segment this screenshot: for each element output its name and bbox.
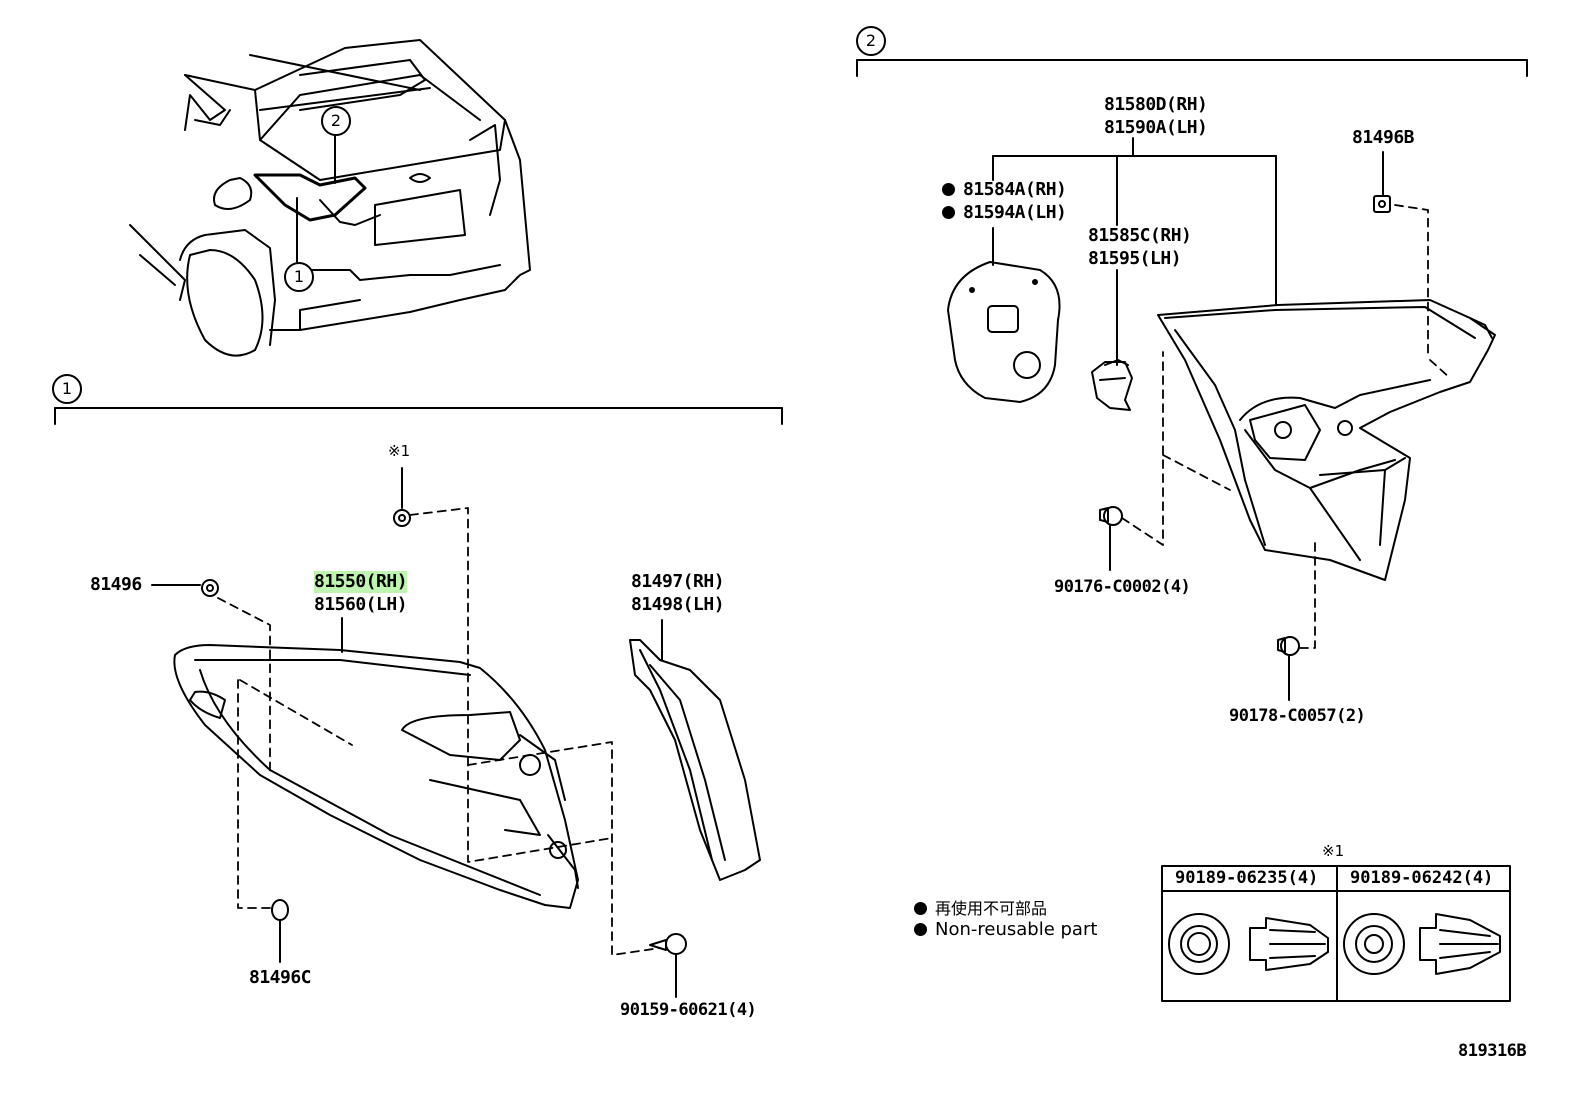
grommet-81496C	[271, 899, 289, 963]
ref-mark-1: ※1	[388, 442, 411, 460]
part-81585C-rh[interactable]: 81585C(RH)	[1088, 225, 1192, 246]
section2-bracket	[856, 59, 1528, 77]
section1-dashed-lines	[217, 507, 661, 956]
section1-callout: 1	[52, 374, 82, 404]
screw-90176	[1099, 506, 1123, 571]
car-rear-view	[129, 39, 531, 357]
table-col-90189-06242[interactable]: 90189-06242(4)	[1350, 868, 1494, 888]
non-reusable-dot	[942, 183, 955, 196]
part-81594A-label: 81594A(LH)	[963, 202, 1067, 223]
screw-90159	[649, 933, 687, 998]
section2-leader-tree	[992, 137, 1384, 366]
legend-en-text: Non-reusable part	[935, 919, 1098, 940]
part-81560-lh[interactable]: 81560(LH)	[314, 594, 408, 615]
section2-dashed-lines	[1121, 204, 1451, 649]
part-81496C[interactable]: 81496C	[249, 967, 312, 988]
legend-non-reusable-en: Non-reusable part	[914, 919, 1097, 940]
socket-81585C	[1091, 359, 1133, 411]
tail-lamp-81580D	[1157, 299, 1496, 581]
gasket-81584A	[947, 261, 1061, 403]
part-81550-rh[interactable]: 81550(RH)	[314, 571, 408, 593]
part-81584A-label: 81584A(RH)	[963, 179, 1067, 200]
clip-table	[1161, 865, 1511, 1002]
section2-callout: 2	[856, 26, 886, 56]
diagram-code: 819316B	[1458, 1041, 1527, 1061]
screw-90178	[1277, 636, 1300, 701]
part-90176-C0002[interactable]: 90176-C0002(4)	[1054, 577, 1191, 597]
part-81594A-lh[interactable]: 81594A(LH)	[942, 202, 1067, 224]
table-col-90189-06235[interactable]: 90189-06235(4)	[1175, 868, 1319, 888]
part-90159-60621[interactable]: 90159-60621(4)	[620, 1000, 757, 1020]
legend-jp-text: 再使用不可部品	[935, 899, 1048, 918]
tail-lamp-81550	[173, 644, 579, 909]
clip-81496	[151, 579, 219, 597]
part-81590A-lh[interactable]: 81590A(LH)	[1104, 117, 1208, 138]
part-81498-lh[interactable]: 81498(LH)	[631, 594, 725, 615]
section1-bracket	[54, 407, 783, 425]
part-81496B[interactable]: 81496B	[1352, 127, 1415, 148]
legend-dot	[914, 923, 927, 936]
part-81497-rh[interactable]: 81497(RH)	[631, 571, 725, 592]
part-81595-lh[interactable]: 81595(LH)	[1088, 248, 1182, 269]
part-81584A-rh[interactable]: 81584A(RH)	[942, 179, 1067, 201]
non-reusable-dot	[942, 206, 955, 219]
garnish-81497	[629, 619, 761, 881]
ref-mark-table: ※1	[1322, 842, 1345, 860]
part-81580D-rh[interactable]: 81580D(RH)	[1104, 94, 1208, 115]
part-90178-C0057[interactable]: 90178-C0057(2)	[1229, 706, 1366, 726]
callout-1-car: 1	[284, 262, 314, 292]
clip-ref1	[393, 467, 411, 527]
callout-2-car: 2	[321, 106, 351, 136]
legend-dot	[914, 902, 927, 915]
clip-81496B	[1373, 195, 1391, 213]
part-81496[interactable]: 81496	[90, 574, 142, 595]
legend-non-reusable-jp: 再使用不可部品	[914, 895, 1047, 919]
